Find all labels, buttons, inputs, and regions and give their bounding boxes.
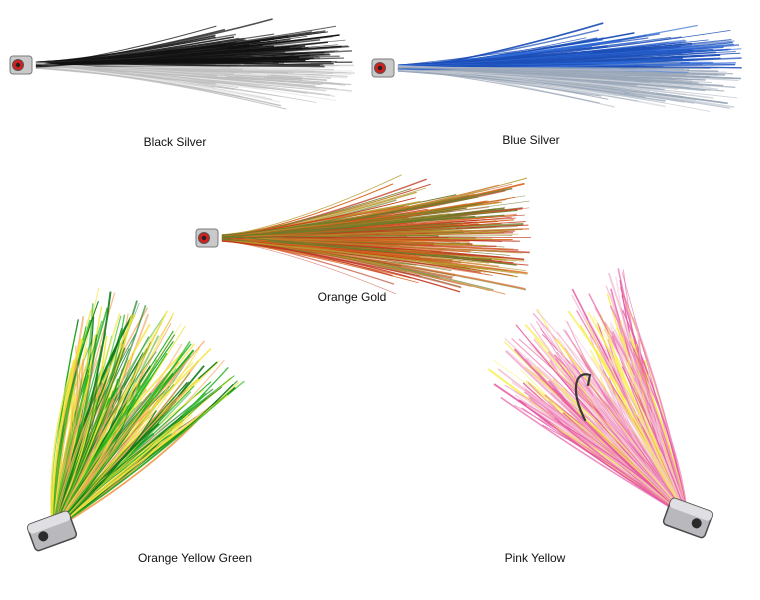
lure-pink-yellow-graphic	[487, 268, 714, 539]
lure-blue-silver-graphic	[371, 22, 742, 112]
caption-orange-gold: Orange Gold	[317, 290, 387, 304]
lure-orange-yellow-green	[10, 287, 310, 575]
lure-head	[371, 58, 395, 78]
caption-orange-yellow-green: Orange Yellow Green	[137, 551, 253, 565]
caption-pink-yellow: Pink Yellow	[504, 551, 566, 565]
lure-blue-silver	[371, 20, 747, 112]
lure-head	[26, 510, 78, 552]
lure-orange-gold-graphic	[195, 174, 531, 295]
caption-black-silver: Black Silver	[143, 135, 207, 149]
lure-black-silver-graphic	[9, 18, 355, 110]
lure-orange-yellow-green-graphic	[26, 287, 245, 552]
lure-head	[662, 497, 714, 539]
lure-head	[9, 55, 33, 75]
lure-fibres	[221, 174, 531, 295]
caption-blue-silver: Blue Silver	[502, 133, 560, 147]
lure-pink-yellow	[410, 268, 730, 560]
lure-orange-gold	[192, 165, 537, 295]
lure-fibres	[397, 22, 742, 112]
hook	[574, 373, 592, 422]
lure-fibres	[50, 287, 245, 532]
lure-head	[195, 228, 219, 248]
lure-fibres	[487, 268, 689, 519]
lure-fibres	[35, 18, 355, 110]
lure-black-silver	[8, 18, 355, 110]
